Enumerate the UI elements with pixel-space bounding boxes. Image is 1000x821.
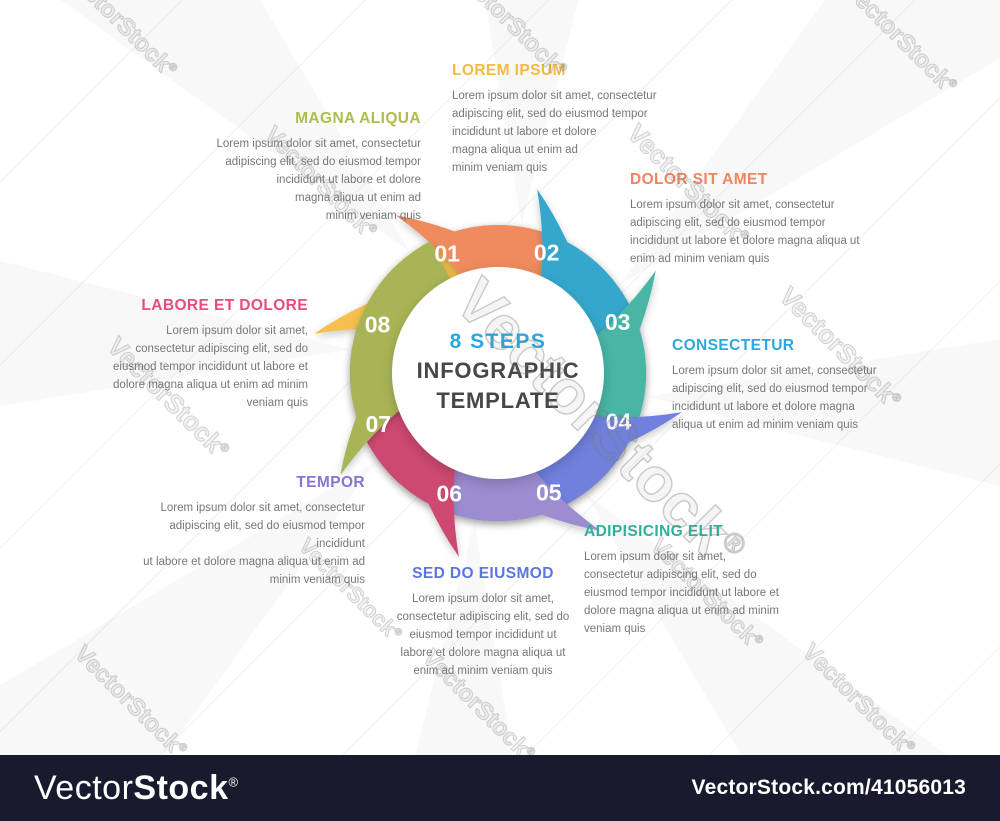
step-1-body: Lorem ipsum dolor sit amet, consectetur … — [452, 90, 657, 174]
center-line-3: TEMPLATE — [436, 388, 560, 413]
step-6-title: TEMPOR — [296, 474, 365, 491]
step-6-block: TEMPOR Lorem ipsum dolor sit amet, conse… — [131, 474, 365, 589]
wing-shadow — [586, 494, 948, 755]
step-5-title: SED DO EIUSMOD — [412, 565, 554, 582]
vectorstock-logo: VectorStock® — [34, 769, 239, 808]
step-2-block: DOLOR SIT AMET Lorem ipsum dolor sit ame… — [630, 171, 872, 268]
step-number-05: 05 — [536, 480, 562, 506]
footer-url: VectorStock.com/41056013 — [691, 776, 966, 799]
pinwheel-diagram: 01 02 03 04 05 06 07 08 — [0, 0, 1000, 755]
step-8-title: MAGNA ALIQUA — [295, 110, 421, 127]
step-number-04: 04 — [606, 409, 632, 435]
step-7-body: Lorem ipsum dolor sit amet, consectetur … — [113, 325, 308, 409]
wing-shadows — [0, 0, 1000, 755]
step-8-block: MAGNA ALIQUA Lorem ipsum dolor sit amet,… — [212, 110, 421, 225]
wing-shadow — [619, 0, 1000, 285]
step-numbers: 01 02 03 04 05 06 07 08 — [365, 240, 632, 507]
step-8-body: Lorem ipsum dolor sit amet, consectetur … — [216, 138, 421, 222]
step-number-02: 02 — [534, 240, 560, 266]
step-7-block: LABORE ET DOLORE Lorem ipsum dolor sit a… — [90, 297, 308, 412]
step-4-body: Lorem ipsum dolor sit amet, consectetur … — [584, 551, 779, 635]
step-7-title: LABORE ET DOLORE — [141, 297, 308, 314]
step-5-body: Lorem ipsum dolor sit amet, consectetur … — [396, 593, 570, 677]
step-1-title: LOREM IPSUM — [452, 62, 566, 79]
wing-shadow — [60, 0, 410, 252]
wing-shadow — [0, 461, 377, 755]
wing-shadow — [415, 521, 513, 755]
logo-bold-text: Stock — [133, 768, 229, 807]
step-3-title: CONSECTETUR — [672, 337, 795, 354]
registered-mark: ® — [228, 774, 239, 790]
step-number-01: 01 — [434, 240, 460, 266]
step-number-03: 03 — [605, 309, 631, 335]
step-2-title: DOLOR SIT AMET — [630, 171, 768, 188]
step-number-07: 07 — [366, 411, 392, 437]
wing-shadow — [0, 260, 350, 407]
wing-shadow — [646, 339, 1000, 487]
footer-bar: VectorStock® VectorStock.com/41056013 — [0, 755, 1000, 821]
step-2-body: Lorem ipsum dolor sit amet, consectetur … — [630, 199, 860, 265]
step-1-block: LOREM IPSUM Lorem ipsum dolor sit amet, … — [452, 62, 664, 177]
step-number-08: 08 — [365, 311, 391, 337]
center-circle — [392, 267, 604, 479]
logo-thin-text: Vector — [34, 768, 134, 807]
step-6-body: Lorem ipsum dolor sit amet, consectetur … — [143, 502, 365, 586]
step-number-06: 06 — [437, 481, 463, 507]
center-line-2: INFOGRAPHIC — [416, 358, 580, 383]
step-3-body: Lorem ipsum dolor sit amet, consectetur … — [672, 365, 877, 431]
step-5-block: SED DO EIUSMOD Lorem ipsum dolor sit ame… — [366, 565, 600, 680]
step-4-block: ADIPISICING ELIT Lorem ipsum dolor sit a… — [584, 523, 819, 638]
step-4-title: ADIPISICING ELIT — [584, 523, 724, 540]
center-label: 8 STEPS INFOGRAPHIC TEMPLATE — [378, 328, 618, 416]
center-heading: 8 STEPS — [449, 330, 547, 353]
step-3-block: CONSECTETUR Lorem ipsum dolor sit amet, … — [672, 337, 907, 434]
wing-shadow — [485, 0, 579, 225]
